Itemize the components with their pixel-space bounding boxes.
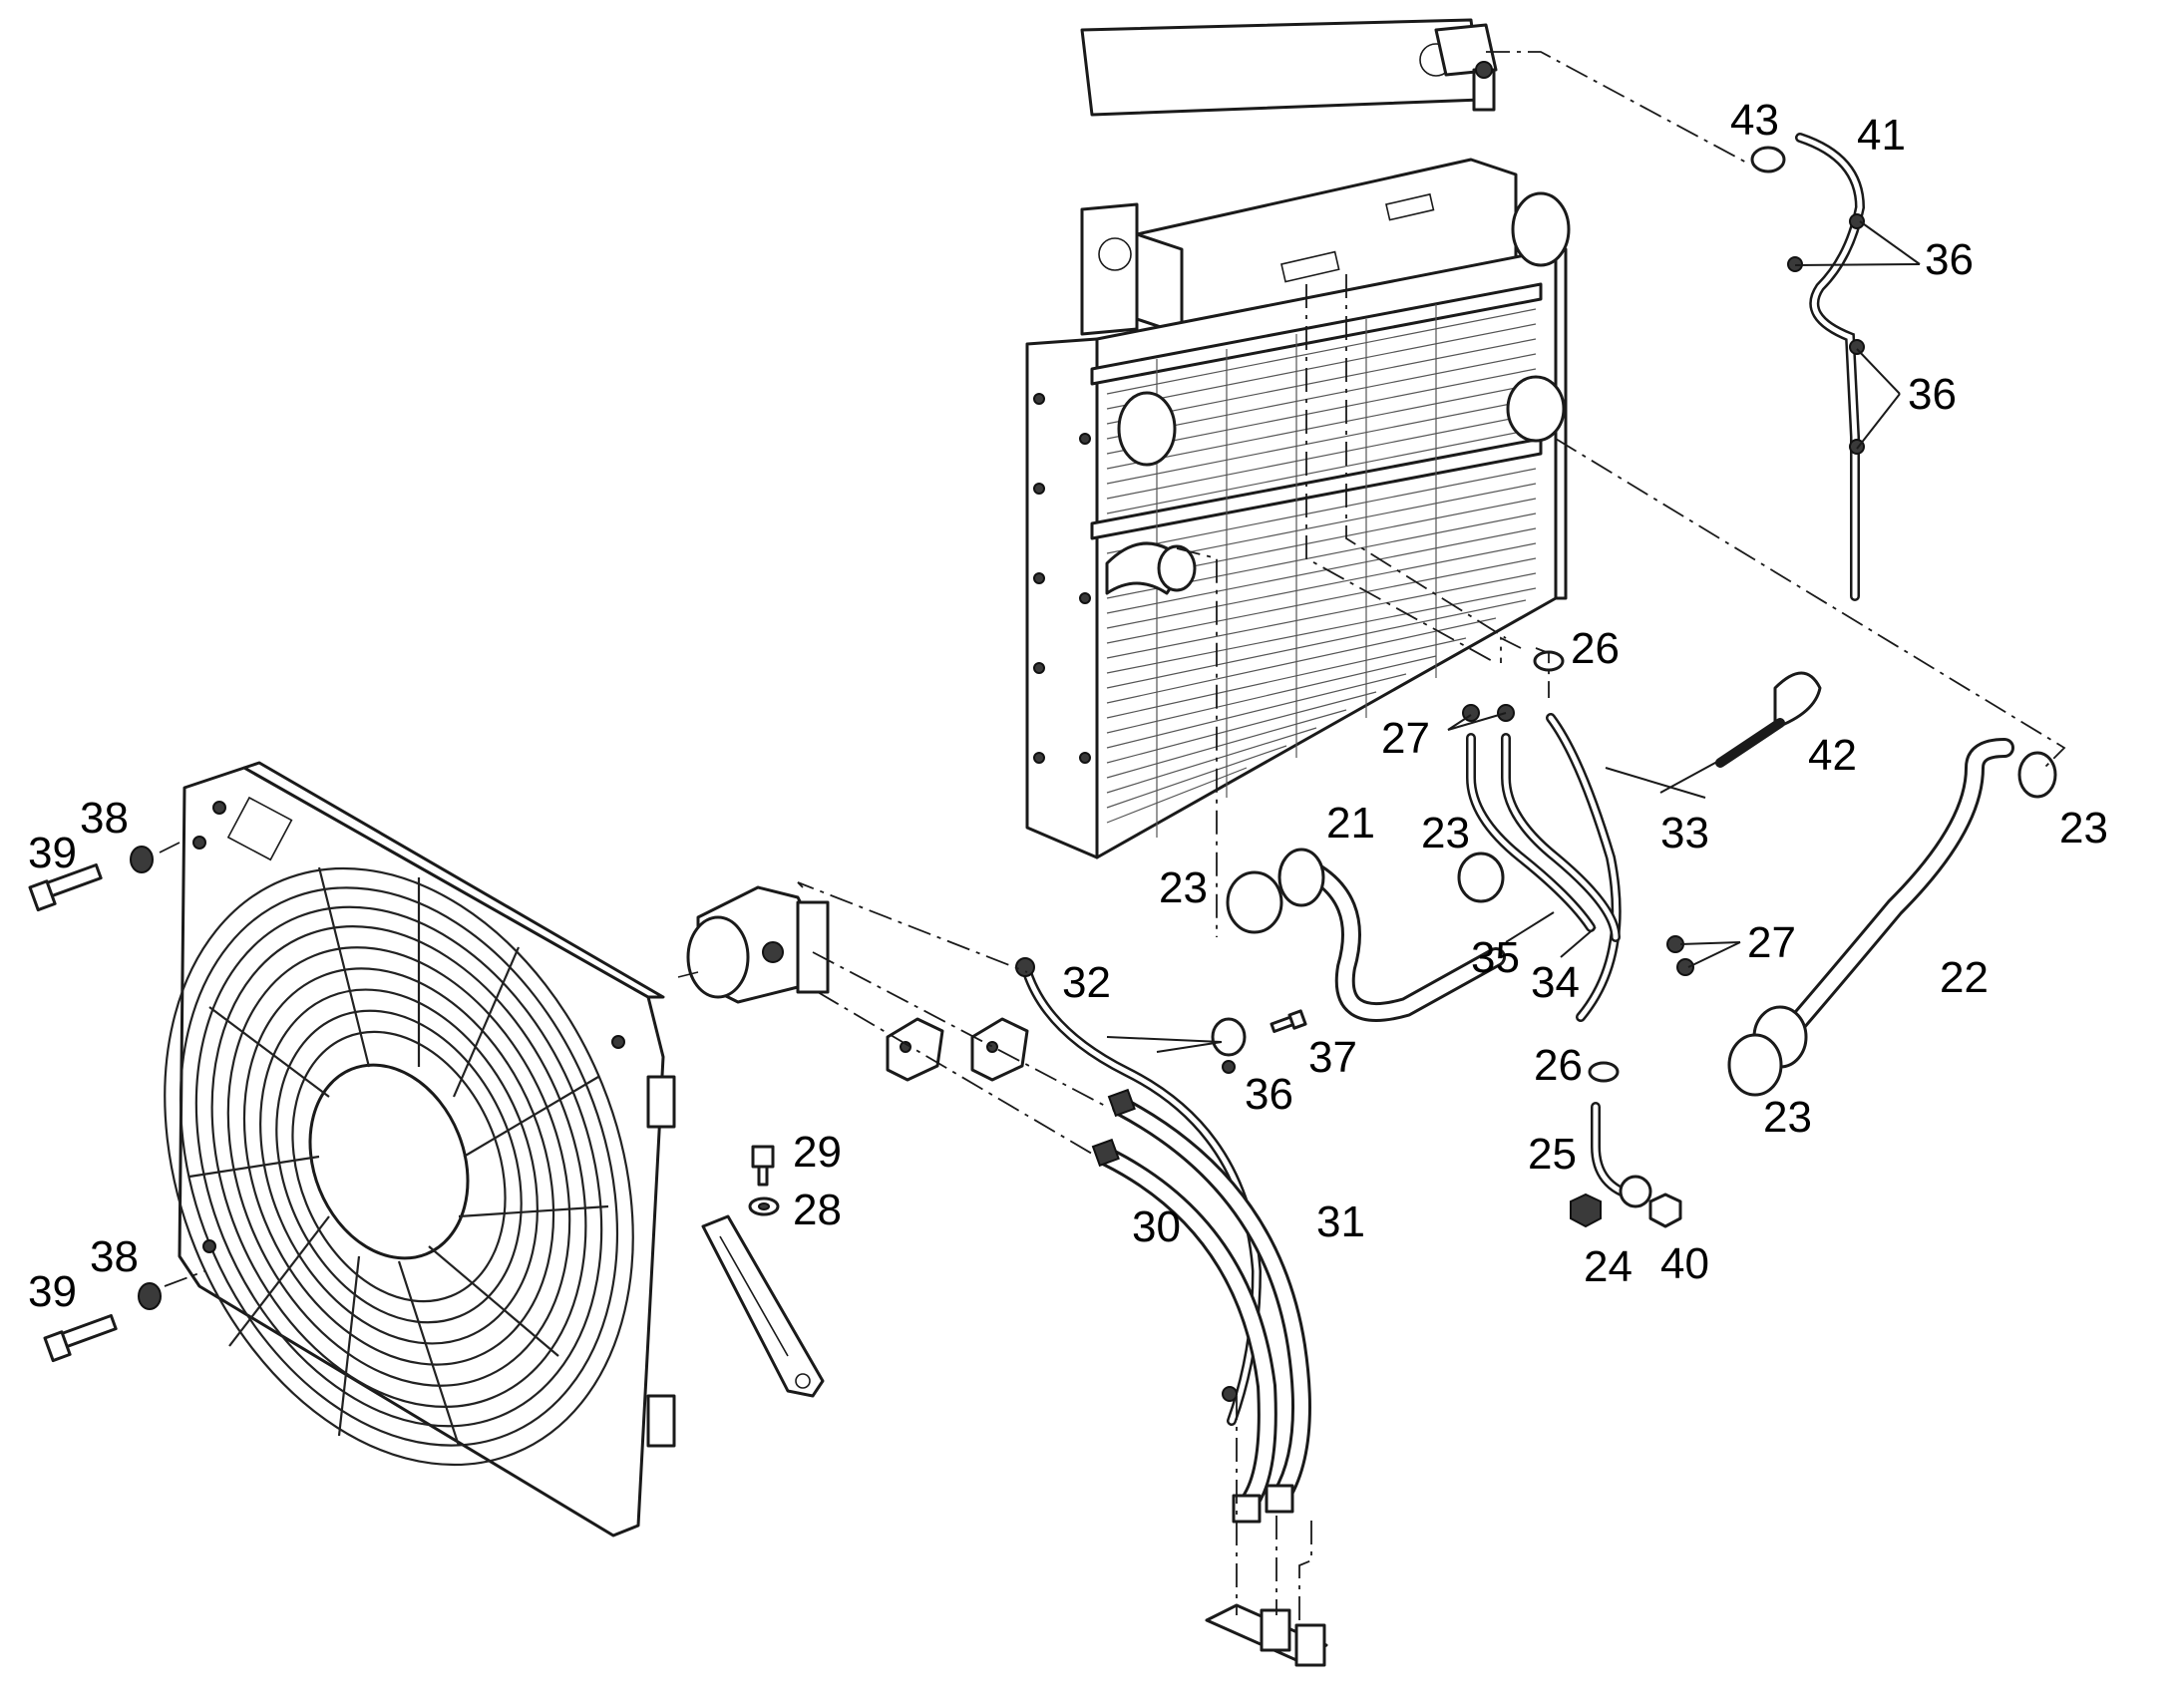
callout-26-upper: 26	[1571, 624, 1620, 673]
callout-30: 30	[1132, 1202, 1181, 1251]
bolt-29	[751, 1145, 775, 1187]
screw-37	[1270, 1009, 1307, 1034]
hose-clamp-23-mid	[1457, 852, 1505, 903]
callout-numbers: 21 22 23 23 23 23 24 25 26 26 27 27 28 2…	[28, 96, 2108, 1316]
callout-27-upper: 27	[1381, 714, 1430, 763]
radiator-core-fins	[1106, 304, 1537, 838]
washer-38-lower	[138, 1282, 162, 1310]
support-bracket-bar	[701, 1214, 825, 1398]
callout-32: 32	[1062, 958, 1111, 1007]
callout-31: 31	[1316, 1197, 1365, 1246]
callout-28: 28	[793, 1186, 842, 1234]
fan-shroud-assembly	[164, 761, 676, 1537]
callout-33: 33	[1660, 809, 1709, 857]
callout-22: 22	[1940, 953, 1989, 1002]
callout-34: 34	[1531, 958, 1580, 1007]
washer-43	[1750, 146, 1786, 173]
callout-38-upper: 38	[80, 794, 129, 843]
washer-26-lower	[1588, 1061, 1620, 1083]
callout-23-right-upper: 23	[2059, 804, 2108, 853]
callout-36-hose: 36	[1245, 1070, 1293, 1119]
callout-36-mid: 36	[1908, 370, 1957, 419]
hydraulic-hose-31	[1107, 1088, 1311, 1514]
callout-43: 43	[1730, 96, 1779, 145]
plug-24	[1570, 1193, 1602, 1228]
fittings-27-upper	[1462, 704, 1515, 722]
bolt-39-upper	[28, 862, 103, 912]
hydraulic-fan-motor	[677, 885, 830, 1004]
tube-34	[1501, 733, 1621, 942]
radiator-cooler-assembly	[1025, 18, 1571, 859]
hydraulic-hose-30	[1091, 1138, 1277, 1524]
callout-23-left: 23	[1159, 863, 1208, 912]
callout-41: 41	[1857, 111, 1906, 160]
hose-clamp-23-right-lower	[1727, 1033, 1783, 1097]
elbow-fitting-25	[1591, 1102, 1652, 1208]
alignment-guide-lines	[159, 51, 2066, 1625]
callout-21: 21	[1326, 799, 1375, 848]
callout-35: 35	[1471, 933, 1520, 982]
callout-40: 40	[1660, 1239, 1709, 1288]
callout-27-lower: 27	[1747, 918, 1796, 967]
fittings-27-lower	[1666, 935, 1694, 976]
callout-leader-lines	[1106, 220, 1921, 1053]
callout-29: 29	[793, 1128, 842, 1177]
callout-25: 25	[1528, 1130, 1577, 1179]
callout-26-lower: 26	[1534, 1041, 1583, 1090]
hose-21	[1277, 848, 1506, 1022]
bolt-39-lower	[43, 1313, 118, 1363]
fitting-40	[1648, 1193, 1682, 1228]
callout-39-upper: 39	[28, 829, 77, 877]
hose-clamp-23-left	[1226, 870, 1283, 934]
washer-28	[748, 1196, 780, 1216]
clamp-36-hose	[1211, 1017, 1247, 1074]
callout-37: 37	[1308, 1033, 1357, 1082]
breather-hose-41	[1787, 133, 1866, 601]
callout-23-mid: 23	[1421, 809, 1470, 857]
tube-33	[1546, 713, 1622, 1022]
manifold-block	[1205, 1603, 1328, 1667]
callout-23-right-lower: 23	[1763, 1093, 1812, 1142]
callout-39-lower: 39	[28, 1267, 77, 1316]
callout-42: 42	[1808, 731, 1857, 780]
washer-38-upper	[130, 846, 154, 873]
callout-36-top: 36	[1925, 235, 1974, 284]
split-flange-halves	[886, 1017, 1029, 1082]
fan-guard-grille	[164, 866, 634, 1467]
cable-tie-42	[1715, 671, 1822, 768]
tube-35	[1466, 733, 1596, 932]
hose-clamp-23-right-upper	[2017, 751, 2057, 799]
radiator-side-bolts	[1033, 393, 1091, 764]
callout-24: 24	[1584, 1242, 1633, 1291]
hose-22	[1752, 738, 2014, 1069]
callout-38-lower: 38	[90, 1232, 139, 1281]
